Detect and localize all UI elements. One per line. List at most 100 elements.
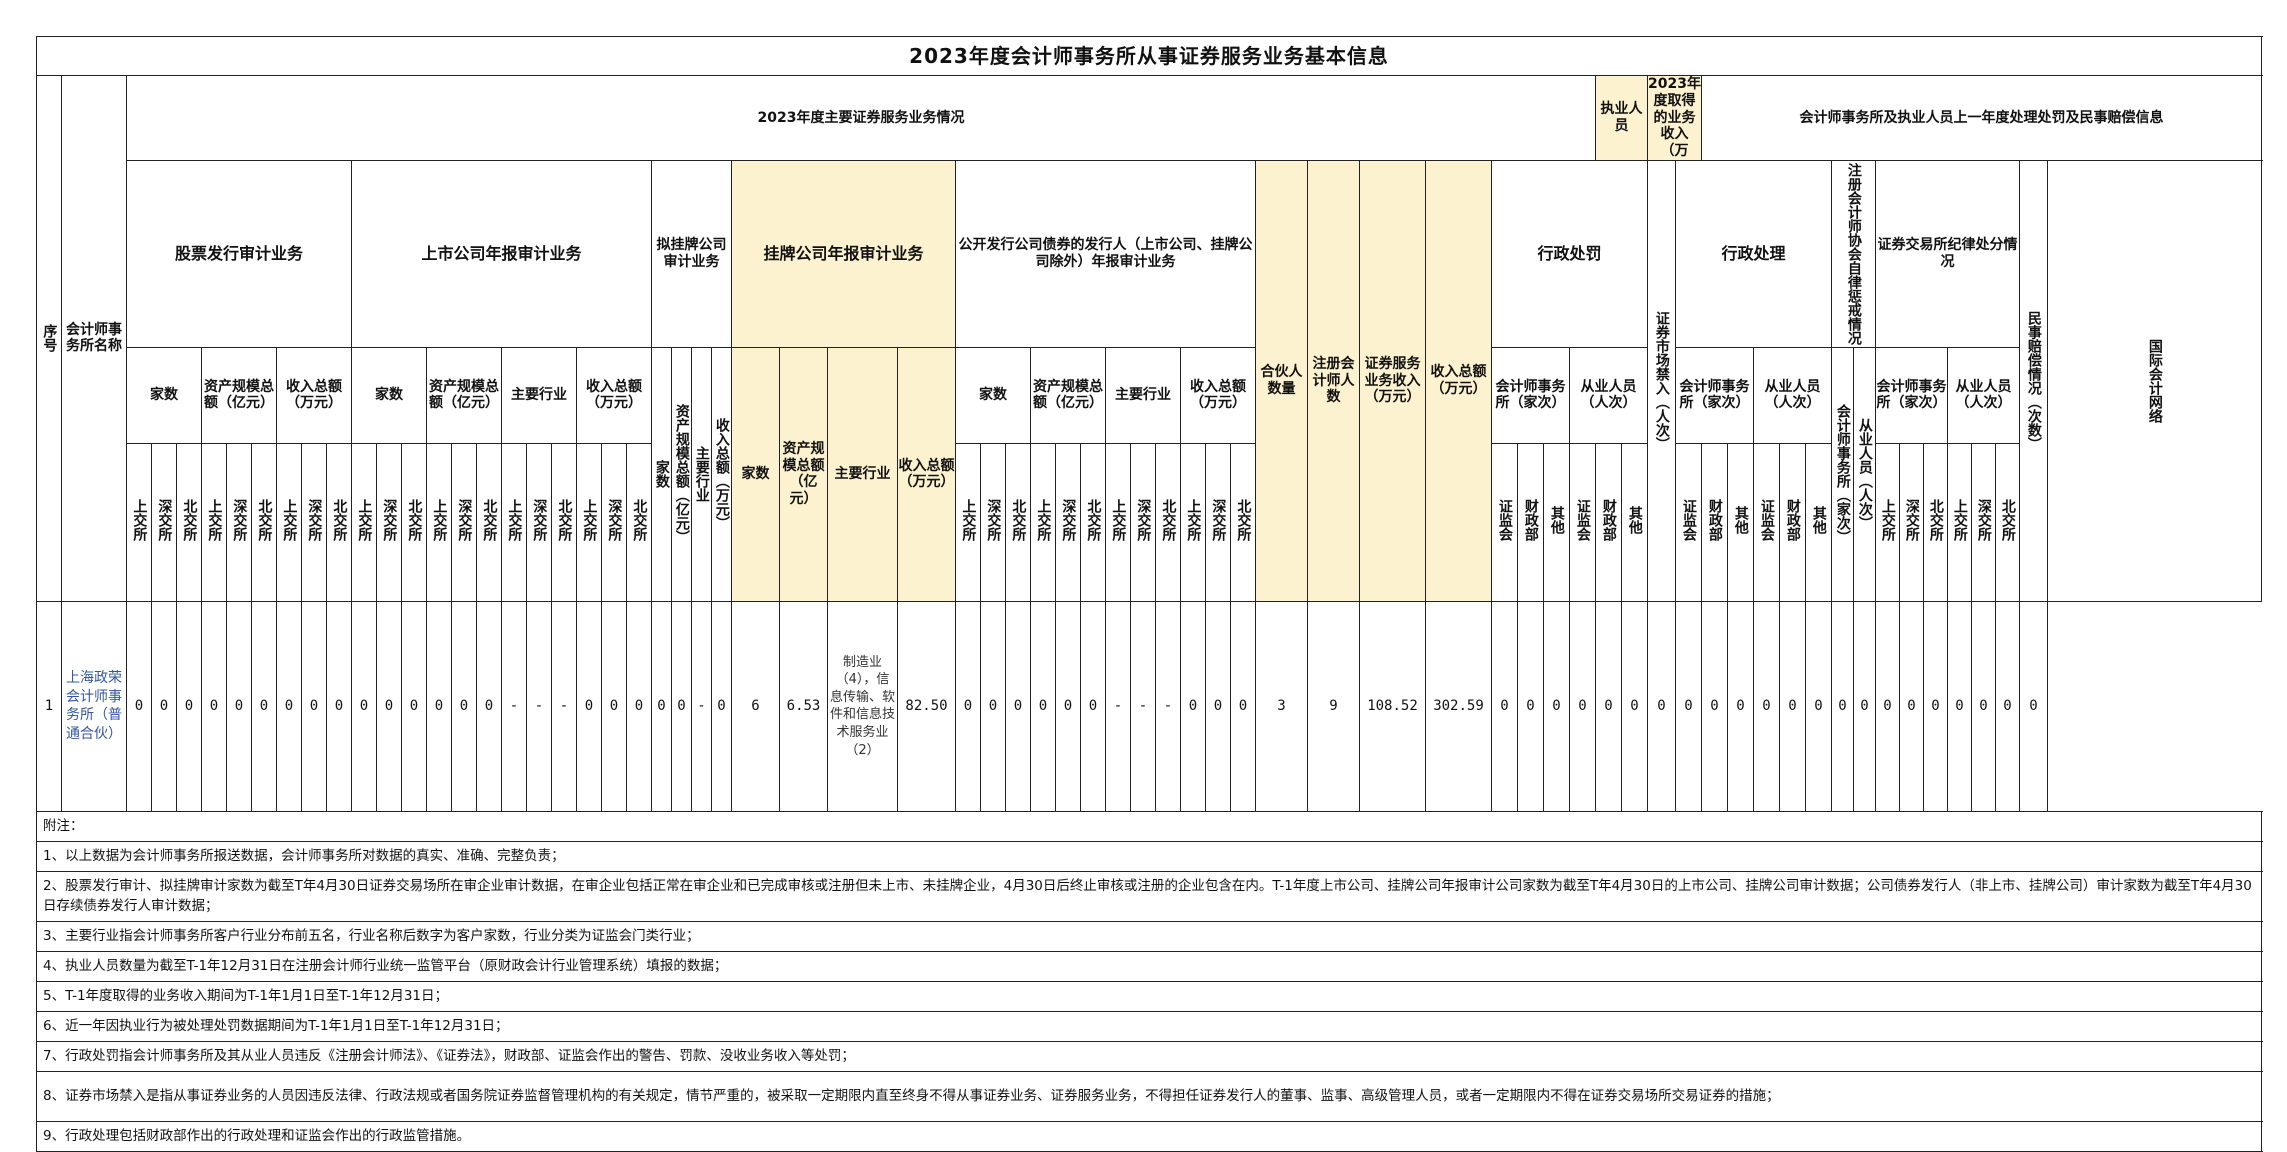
- stock-revenue-header: 收入总额（万元）: [276, 346, 352, 444]
- penalty-value-cell: 0: [1831, 600, 1854, 812]
- listed-1-szse-header-text: 深交所: [456, 499, 473, 542]
- bond-2-szse-header: 深交所: [1130, 442, 1156, 602]
- partners-cell: 3: [1255, 600, 1308, 812]
- bond-value-cell: 0: [1205, 600, 1231, 812]
- bond-0-sse-header-text: 上交所: [960, 499, 977, 542]
- admin-penalty-header: 行政处罚: [1491, 159, 1648, 348]
- bond-1-bse-header-text: 北交所: [1085, 499, 1102, 542]
- bond-value-cell: 0: [1180, 600, 1206, 812]
- ap-0-csrc-header: 证监会: [1491, 442, 1518, 602]
- listed-0-sse-header-text: 上交所: [356, 499, 373, 542]
- bond-value-cell: -: [1105, 600, 1131, 812]
- bond-2-szse-header-text: 深交所: [1135, 499, 1152, 542]
- bond-value-cell: 0: [1080, 600, 1106, 812]
- exd-0-bse-header: 北交所: [1923, 442, 1948, 602]
- at-1-other-header: 其他: [1805, 442, 1832, 602]
- at-1-csrc-header-text: 证监会: [1758, 499, 1775, 542]
- tolist-value-cell: -: [691, 600, 712, 812]
- intl-network-header: 国际会计网络: [2047, 159, 2262, 602]
- listed-2-bse-header-text: 北交所: [556, 499, 573, 542]
- listed-0-szse-header-text: 深交所: [381, 499, 398, 542]
- penalty-value-cell: 0: [1647, 600, 1676, 812]
- bond-value-cell: 0: [1005, 600, 1031, 812]
- ap-0-mof-header-text: 财政部: [1522, 499, 1539, 542]
- bond-3-bse-header-text: 北交所: [1235, 499, 1252, 542]
- cicpa-person-header: 从业人员（人次）: [1853, 346, 1876, 602]
- stock-2-szse-header-text: 深交所: [306, 499, 323, 542]
- penalty-value-cell: 0: [1517, 600, 1544, 812]
- ap-1-mof-header-text: 财政部: [1600, 499, 1617, 542]
- listed-0-bse-header-text: 北交所: [406, 499, 423, 542]
- exd-0-sse-header: 上交所: [1875, 442, 1900, 602]
- stock-0-szse-header: 深交所: [151, 442, 177, 602]
- table-title: 2023年度会计师事务所从事证券服务业务基本信息: [36, 36, 2262, 76]
- exchange-header: 证券交易所纪律处分情况: [1875, 159, 2020, 348]
- stock-value-cell: 0: [226, 600, 252, 812]
- stock-0-bse-header-text: 北交所: [181, 499, 198, 542]
- bond-value-cell: 0: [1030, 600, 1056, 812]
- bond-1-sse-header-text: 上交所: [1035, 499, 1052, 542]
- cicpa-firm-header: 会计师事务所（家次）: [1831, 346, 1854, 602]
- stock-0-sse-header-text: 上交所: [131, 499, 148, 542]
- bond-value-cell: -: [1155, 600, 1181, 812]
- stock-0-sse-header: 上交所: [126, 442, 152, 602]
- practitioners-header: 执业人员: [1595, 75, 1648, 161]
- listed-value-cell: 0: [576, 600, 602, 812]
- total-income-cell: 302.59: [1425, 600, 1492, 812]
- listed-1-sse-header: 上交所: [426, 442, 452, 602]
- stock-assets-header: 资产规模总额（亿元）: [201, 346, 277, 444]
- penalty-value-cell: 0: [1853, 600, 1876, 812]
- bond-3-sse-header: 上交所: [1180, 442, 1206, 602]
- penalty-value-cell: 0: [1779, 600, 1806, 812]
- nq-revenue-cell: 82.50: [897, 600, 956, 812]
- bond-1-szse-header-text: 深交所: [1060, 499, 1077, 542]
- penalty-value-cell: 0: [1947, 600, 1972, 812]
- stock-1-szse-header: 深交所: [226, 442, 252, 602]
- penalty-value-cell: 0: [1971, 600, 1996, 812]
- nq-industry-cell: 制造业（4），信息传输、软件和信息技术服务业（2）: [827, 600, 898, 812]
- listed-0-bse-header: 北交所: [401, 442, 427, 602]
- stock-0-szse-header-text: 深交所: [156, 499, 173, 542]
- cpas-header: 注册会计师人数: [1307, 159, 1360, 602]
- listed-nq-header: 挂牌公司年报审计业务: [731, 159, 956, 348]
- listed-value-cell: 0: [401, 600, 427, 812]
- cpas-cell: 9: [1307, 600, 1360, 812]
- penalty-value-cell: 0: [1569, 600, 1596, 812]
- listed-1-szse-header: 深交所: [451, 442, 477, 602]
- bond-revenue-header: 收入总额（万元）: [1180, 346, 1256, 444]
- listed-revenue-header: 收入总额（万元）: [576, 346, 652, 444]
- at-1-other-header-text: 其他: [1810, 506, 1827, 535]
- bond-2-sse-header: 上交所: [1105, 442, 1131, 602]
- exd-1-sse-header: 上交所: [1947, 442, 1972, 602]
- listed-3-bse-header: 北交所: [626, 442, 652, 602]
- nq-count-header: 家数: [731, 346, 780, 602]
- penalty-value-cell: 0: [1995, 600, 2020, 812]
- sec-income-cell: 108.52: [1359, 600, 1426, 812]
- listed-3-bse-header-text: 北交所: [631, 499, 648, 542]
- stock-value-cell: 0: [301, 600, 327, 812]
- income-header: 2023年度取得的业务收入（万: [1647, 75, 1702, 161]
- listed-value-cell: 0: [426, 600, 452, 812]
- listed-value-cell: 0: [451, 600, 477, 812]
- exd-0-szse-header: 深交所: [1899, 442, 1924, 602]
- bond-3-sse-header-text: 上交所: [1185, 499, 1202, 542]
- at-0-mof-header-text: 财政部: [1706, 499, 1723, 542]
- listed-2-sse-header-text: 上交所: [506, 499, 523, 542]
- bond-value-cell: 0: [955, 600, 981, 812]
- bond-count-header: 家数: [955, 346, 1031, 444]
- stock-count-header: 家数: [126, 346, 202, 444]
- note-line: 8、证券市场禁入是指从事证券业务的人员因违反法律、行政法规或者国务院证券监督管理…: [36, 1070, 2262, 1122]
- note-line: 2、股票发行审计、拟挂牌审计家数为截至T年4月30日证券交易场所在审企业审计数据…: [36, 870, 2262, 922]
- stock-value-cell: 0: [326, 600, 352, 812]
- note-line: 5、T-1年度取得的业务收入期间为T-1年1月1日至T-1年12月31日；: [36, 980, 2262, 1012]
- bond-1-sse-header: 上交所: [1030, 442, 1056, 602]
- partners-header: 合伙人数量: [1255, 159, 1308, 602]
- penalty-value-cell: 0: [1675, 600, 1702, 812]
- listed-annual-header: 上市公司年报审计业务: [351, 159, 652, 348]
- nq-assets-cell: 6.53: [779, 600, 828, 812]
- bond-0-szse-header-text: 深交所: [985, 499, 1002, 542]
- stock-1-sse-header: 上交所: [201, 442, 227, 602]
- at-1-mof-header: 财政部: [1779, 442, 1806, 602]
- penalty-value-cell: 0: [1595, 600, 1622, 812]
